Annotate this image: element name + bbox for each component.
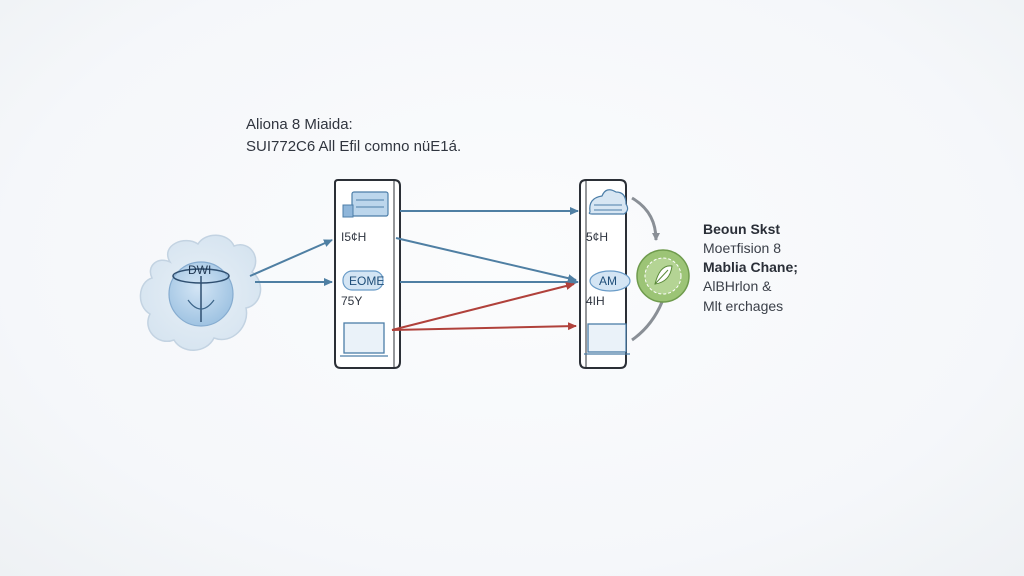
arrow-diag-down (395, 237, 577, 283)
right-panel (579, 179, 631, 369)
right-server-icon (588, 189, 629, 215)
right-pill-label: AM (599, 274, 617, 288)
left-pill-label: EOME (349, 274, 385, 288)
side-title: Beoun Skst (703, 221, 781, 237)
side-line-3: AlBHrlon & (703, 278, 772, 294)
arrow-bottom-red (391, 322, 577, 331)
left-doc-icon (343, 322, 385, 354)
globe-meridian (187, 299, 215, 310)
left-label-mid: 75Y (341, 294, 363, 308)
arrow-diag-up-red (391, 282, 575, 331)
header-line-1: Aliona 8 Miaida: (246, 116, 353, 133)
left-panel (334, 179, 401, 369)
left-server-icon (351, 191, 389, 217)
left-label-top: I5¢H (341, 230, 367, 244)
left-pill (342, 270, 384, 291)
leaf-stem (654, 269, 669, 285)
arc-top (631, 196, 660, 241)
right-label-top: 5¢H (586, 230, 609, 244)
green-badge (636, 249, 690, 303)
left-server-badge (342, 204, 354, 218)
right-label-mid: 4IH (586, 294, 605, 308)
arc-bottom (631, 301, 664, 342)
arrow-cloud-to-top (249, 239, 333, 277)
header-line-2: SUI772C6 All Efil comno nüE1á. (246, 138, 462, 155)
cloud-node (139, 234, 262, 351)
right-pill (589, 270, 631, 292)
side-line-2: Mablia Chane; (703, 259, 798, 275)
side-line-4: Mlt erchages (703, 298, 784, 314)
right-doc-icon (587, 323, 627, 353)
cloud-label: DWI (188, 263, 212, 277)
side-line-1: Moeтfision 8 (703, 240, 782, 256)
